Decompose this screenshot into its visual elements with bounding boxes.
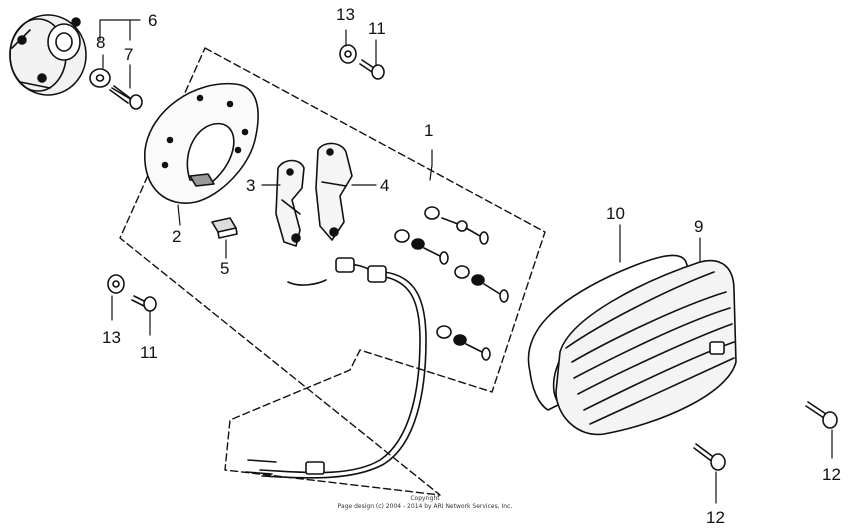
callout-11-top: 11 [368,19,386,38]
washer-part-13-top [339,44,357,64]
base-plate-part-2 [144,82,259,204]
callout-4: 4 [380,176,389,195]
wire-harness [245,257,427,479]
callout-11-left: 11 [140,343,158,362]
cover-part-9 [555,259,737,436]
bolt-part-7 [109,85,143,110]
page-design-credit: Page design (c) 2004 - 2014 by ARI Netwo… [337,503,513,510]
contact-breaker-part-3 [275,159,305,247]
bolt-part-12-right [805,401,838,429]
callout-5: 5 [220,259,229,278]
callout-12-bottom: 12 [706,508,725,527]
callout-2: 2 [172,227,181,246]
felt-block-part-5 [211,217,238,239]
callout-1: 1 [424,121,433,140]
leader-lines [99,19,833,504]
bolt-part-11-left [131,295,157,312]
callout-13-top: 13 [336,5,355,24]
washer-part-8 [89,68,111,88]
copyright-line: Copyright [410,495,440,502]
callout-3: 3 [246,176,255,195]
callout-13-left: 13 [102,328,121,347]
advancer-assembly [9,14,87,96]
callout-9: 9 [694,217,703,236]
callout-10: 10 [606,204,625,223]
callout-7: 7 [124,45,133,64]
callout-6: 6 [148,11,157,30]
callout-12-right: 12 [822,465,841,484]
washer-part-13-left [107,274,125,294]
callout-8: 8 [96,33,105,52]
contact-breaker-part-4 [315,142,353,241]
bolt-part-12-left [693,443,726,471]
assembly-outline [119,47,546,496]
mounting-screws [394,206,509,361]
bolt-part-11-top [359,59,385,80]
